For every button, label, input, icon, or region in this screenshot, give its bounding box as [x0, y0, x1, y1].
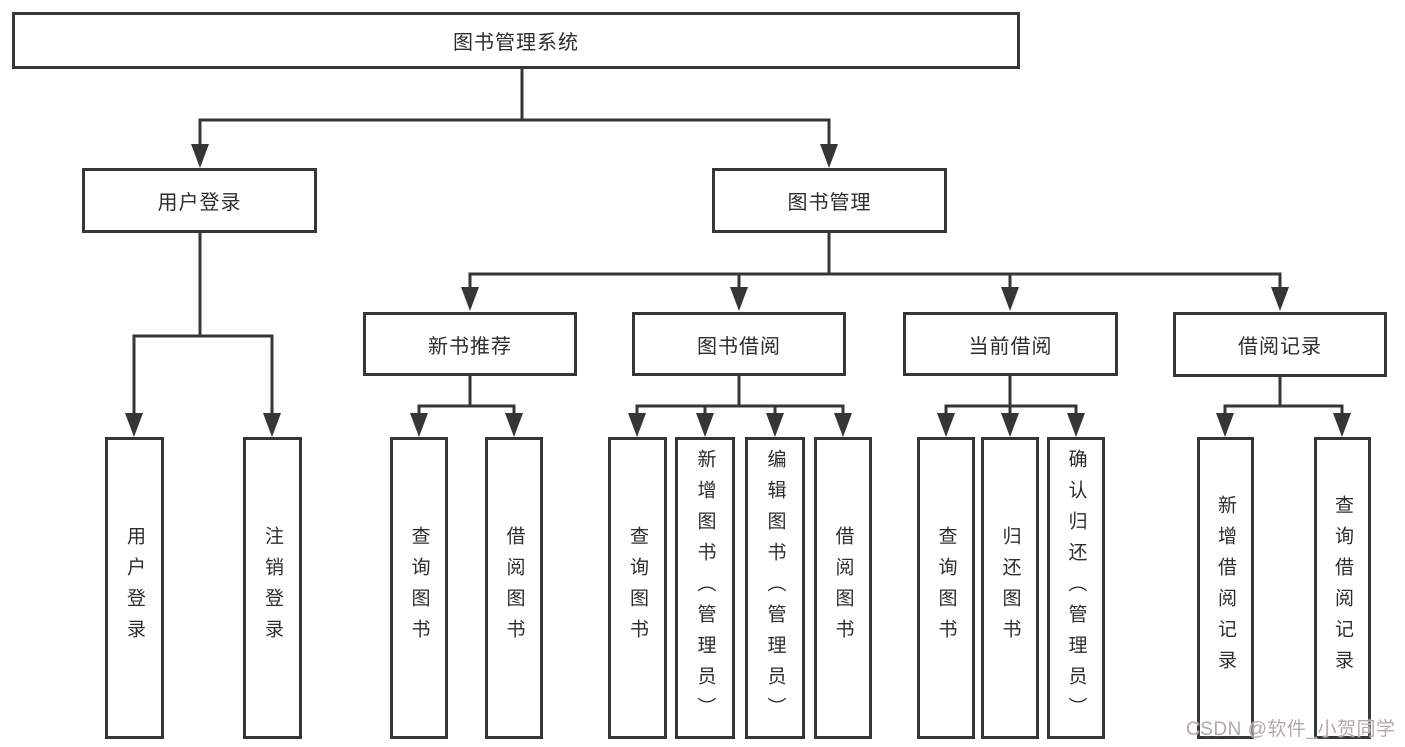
arrowhead: [1216, 413, 1234, 437]
node-leaf-search-books-borrowing: 查询图书: [608, 437, 667, 739]
leaf-label: 借阅图书: [832, 526, 854, 650]
node-leaf-search-books-current: 查询图书: [917, 437, 975, 739]
leaf-label: 确认归还（管理员）: [1065, 448, 1087, 728]
node-leaf-confirm-return-admin: 确认归还（管理员）: [1047, 437, 1105, 739]
arrowhead: [834, 413, 852, 437]
connector-current-to-children: [944, 376, 1078, 416]
node-book-borrowing: 图书借阅: [632, 312, 846, 376]
arrowhead: [696, 413, 714, 437]
leaf-label: 编辑图书（管理员）: [764, 448, 786, 728]
leaf-label: 查询图书: [935, 526, 957, 650]
leaf-label: 新增借阅记录: [1215, 495, 1236, 681]
leaf-label: 查询图书: [627, 526, 648, 650]
connector-bookmgmt-to-sections: [468, 233, 1282, 290]
leaf-label: 查询图书: [408, 526, 430, 650]
leaf-label: 查询借阅记录: [1332, 495, 1353, 681]
node-book-management: 图书管理: [712, 168, 947, 233]
node-leaf-search-books-recommend: 查询图书: [390, 437, 448, 739]
arrowhead: [730, 287, 748, 311]
arrowhead: [628, 413, 646, 437]
connector-borrowing-to-children: [635, 376, 845, 416]
node-new-book-recommendation: 新书推荐: [363, 312, 577, 376]
arrowhead: [125, 413, 143, 437]
node-library-management-system: 图书管理系统: [12, 12, 1020, 69]
arrowhead: [766, 413, 784, 437]
arrowhead: [1271, 287, 1289, 311]
arrowhead: [1001, 413, 1019, 437]
arrowhead: [1001, 287, 1019, 311]
connector-root-to-level2: [198, 69, 831, 146]
connector-newbook-to-children: [417, 376, 516, 416]
arrowhead: [191, 144, 209, 168]
node-leaf-search-borrow-record: 查询借阅记录: [1314, 437, 1371, 739]
leaf-label: 用户登录: [124, 526, 145, 650]
node-user-login: 用户登录: [82, 168, 317, 233]
connector-userlogin-to-children: [132, 233, 274, 416]
node-leaf-logout: 注销登录: [243, 437, 302, 739]
node-leaf-borrow-books-borrowing: 借阅图书: [814, 437, 872, 739]
leaf-label: 借阅图书: [503, 526, 525, 650]
arrowhead: [461, 287, 479, 311]
arrowhead: [1333, 413, 1351, 437]
arrowheads: [125, 144, 1351, 437]
arrowhead: [1067, 413, 1085, 437]
node-leaf-return-books: 归还图书: [981, 437, 1039, 739]
node-borrowing-records: 借阅记录: [1173, 312, 1387, 377]
arrowhead: [820, 144, 838, 168]
arrowhead: [937, 413, 955, 437]
node-current-borrowing: 当前借阅: [903, 312, 1118, 376]
node-leaf-add-books-admin: 新增图书（管理员）: [675, 437, 735, 739]
node-leaf-add-borrow-record: 新增借阅记录: [1197, 437, 1254, 739]
arrowhead: [263, 413, 281, 437]
leaf-label: 新增图书（管理员）: [694, 448, 716, 728]
node-leaf-borrow-books-recommend: 借阅图书: [485, 437, 543, 739]
leaf-label: 归还图书: [999, 526, 1021, 650]
watermark: CSDN @软件_小贺同学: [1186, 719, 1396, 740]
leaf-label: 注销登录: [262, 526, 283, 650]
arrowhead: [505, 413, 523, 437]
node-leaf-user-login: 用户登录: [105, 437, 164, 739]
connector-records-to-children: [1223, 377, 1344, 416]
arrowhead: [410, 413, 428, 437]
node-leaf-edit-books-admin: 编辑图书（管理员）: [745, 437, 805, 739]
